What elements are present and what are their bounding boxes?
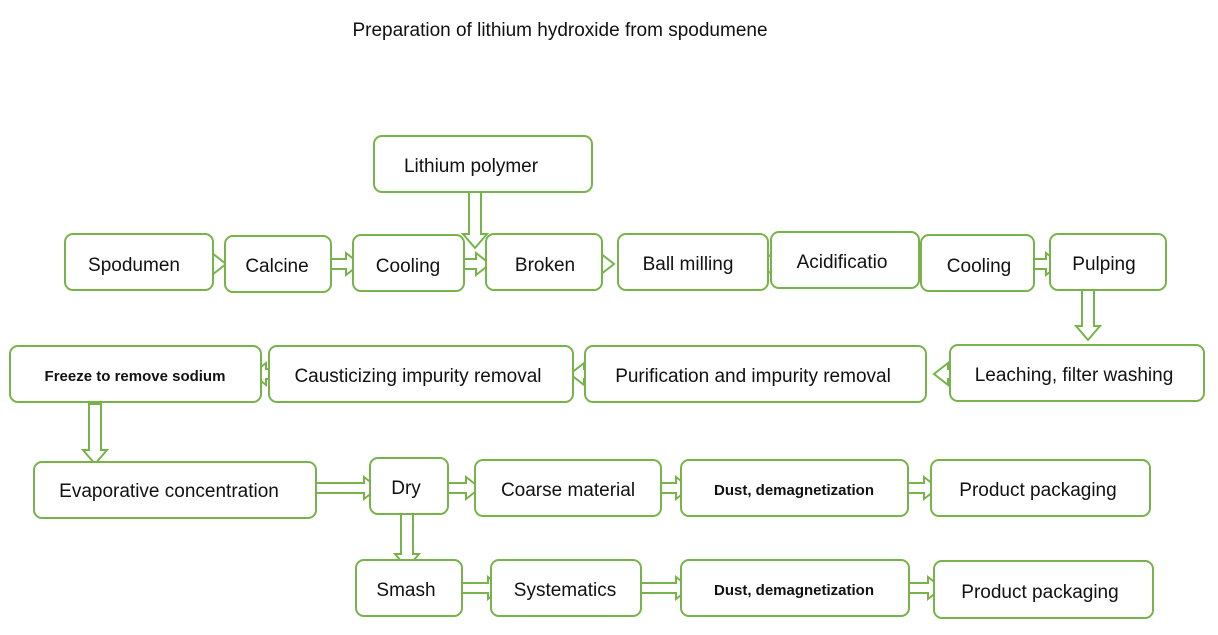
node-acidification-box [770,231,920,289]
node-purification-box [584,345,927,403]
node-broken: Broken [485,233,603,291]
node-product-packaging-1-label: Product packaging [959,480,1116,501]
node-dust-demagnetization-1-box [680,459,909,517]
node-lithium-polymer-box [373,135,593,193]
node-product-packaging-1-box [930,459,1151,517]
node-smash-label: Smash [376,580,435,601]
node-acidification: Acidificatio [770,231,920,289]
node-dust-demagnetization-2-box [680,559,910,617]
node-calcine: Calcine [224,235,332,293]
node-freeze-box [9,345,262,403]
arrow-evaporative-to-dry [313,474,380,502]
node-cooling-2-box [920,234,1035,292]
node-freeze: Freeze to remove sodium [9,345,262,403]
node-lithium-polymer: Lithium polymer [373,135,593,193]
node-dry: Dry [369,457,449,515]
node-coarse-material: Coarse material [474,459,662,517]
node-product-packaging-1: Product packaging [930,459,1151,517]
node-freeze-label: Freeze to remove sodium [45,368,226,385]
node-spodumen-label: Spodumen [88,255,180,276]
node-dust-demagnetization-2-label: Dust, demagnetization [714,582,874,599]
node-dust-demagnetization-2: Dust, demagnetization [680,559,910,617]
node-systematics: Systematics [490,559,642,617]
node-evaporative: Evaporative concentration [33,461,317,519]
node-product-packaging-2-label: Product packaging [961,582,1118,603]
node-pulping-box [1049,233,1167,291]
node-product-packaging-2-box [933,560,1154,619]
node-acidification-label: Acidificatio [797,252,888,273]
node-causticizing-label: Causticizing impurity removal [294,366,541,387]
node-causticizing: Causticizing impurity removal [268,345,574,403]
node-systematics-label: Systematics [514,580,616,601]
node-smash-box [355,559,463,617]
node-dust-demagnetization-1: Dust, demagnetization [680,459,909,517]
node-systematics-box [490,559,642,617]
node-dry-label: Dry [391,478,421,499]
arrow-polymer-to-broken [460,191,490,250]
node-ball-milling-box [617,233,769,291]
node-leaching-label: Leaching, filter washing [975,365,1174,386]
diagram-title: Preparation of lithium hydroxide from sp… [352,20,767,41]
arrow-pulping-to-leaching [1073,283,1103,342]
node-smash: Smash [355,559,463,617]
node-purification-label: Purification and impurity removal [615,366,891,387]
node-pulping: Pulping [1049,233,1167,291]
node-cooling-1: Cooling [352,234,465,292]
node-cooling-1-box [352,234,465,292]
node-evaporative-label: Evaporative concentration [59,481,279,502]
node-ball-milling-label: Ball milling [643,254,734,275]
node-dust-demagnetization-1-label: Dust, demagnetization [714,482,874,499]
node-ball-milling: Ball milling [617,233,769,291]
node-spodumen: Spodumen [64,233,214,291]
node-calcine-label: Calcine [245,256,308,277]
node-cooling-2-label: Cooling [947,256,1011,277]
node-calcine-box [224,235,332,293]
node-causticizing-box [268,345,574,403]
node-purification: Purification and impurity removal [584,345,927,403]
node-leaching: Leaching, filter washing [949,344,1205,402]
node-broken-label: Broken [515,255,575,276]
node-spodumen-box [64,233,214,291]
node-lithium-polymer-label: Lithium polymer [404,156,539,177]
node-pulping-label: Pulping [1072,254,1135,275]
arrow-freeze-to-evaporative [80,403,110,466]
node-cooling-1-label: Cooling [376,256,440,277]
node-coarse-material-label: Coarse material [501,480,635,501]
node-cooling-2: Cooling [920,234,1035,292]
node-leaching-box [949,344,1205,402]
node-coarse-material-box [474,459,662,517]
node-dry-box [369,457,449,515]
node-broken-box [485,233,603,291]
node-product-packaging-2: Product packaging [933,560,1154,619]
node-evaporative-box [33,461,317,519]
